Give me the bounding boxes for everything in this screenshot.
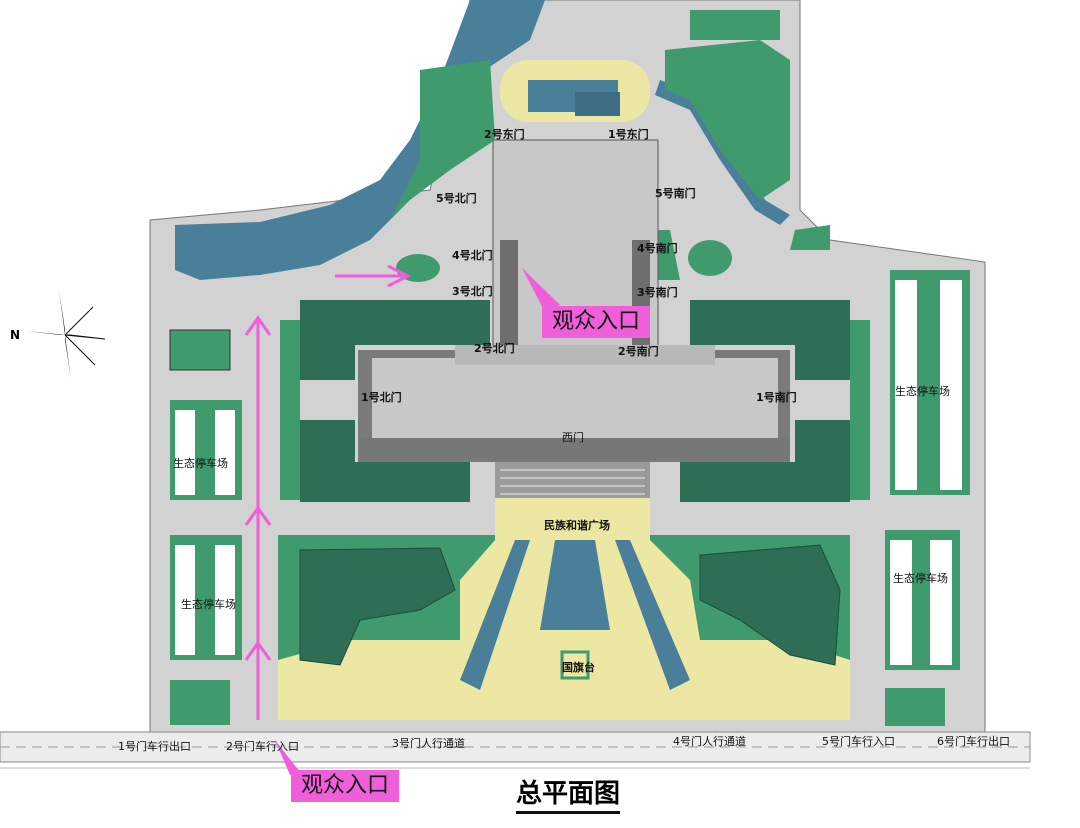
north-arrow-icon [27, 290, 106, 380]
gate1-car-exit-label: 1号门车行出口 [118, 740, 191, 753]
gate6-car-exit-label: 6号门车行出口 [937, 735, 1010, 748]
gate-east-1: 1号东门 [608, 128, 649, 141]
parking-left [169, 329, 242, 725]
gate-north-3: 3号北门 [452, 285, 493, 298]
gate-south-3: 3号南门 [637, 286, 678, 299]
audience-entry-callout-bottom: 观众入口 [291, 770, 400, 802]
map-title: 总平面图 [516, 781, 621, 814]
parking-right [885, 270, 970, 726]
gate-south-4: 4号南门 [637, 242, 678, 255]
gate2-car-entry-label: 2号门车行入口 [226, 740, 299, 753]
gate-east-2: 2号东门 [484, 128, 525, 141]
north-label: N [10, 328, 21, 342]
gate-south-1: 1号南门 [756, 391, 797, 404]
plaza-pool [540, 540, 610, 630]
gate-south-2: 2号南门 [618, 345, 659, 358]
parking-left-lower-label: 生态停车场 [181, 598, 236, 611]
plaza-label: 民族和谐广场 [544, 519, 610, 532]
gate5-car-entry-label: 5号门车行入口 [822, 735, 895, 748]
flag-platform [560, 650, 590, 680]
terrain-left [299, 547, 456, 666]
gate3-pedestrian-label: 3号门人行通道 [392, 737, 465, 750]
terrain-right [699, 544, 841, 666]
main-stairs [495, 462, 650, 498]
audience-entry-callout-top: 观众入口 [542, 306, 651, 338]
parking-left-upper-label: 生态停车场 [173, 457, 228, 470]
audience-route-arrows [244, 264, 412, 720]
parking-right-lower-label: 生态停车场 [893, 572, 948, 585]
gate-north-1: 1号北门 [361, 391, 402, 404]
callout-pointer-top [522, 268, 560, 312]
gate-north-2: 2号北门 [474, 342, 515, 355]
gate-south-5: 5号南门 [655, 187, 696, 200]
callout-pointer-bottom [275, 740, 300, 775]
gate-north-5: 5号北门 [436, 192, 477, 205]
gate-north-4: 4号北门 [452, 249, 493, 262]
flag-platform-label: 国旗台 [562, 661, 595, 674]
building-greens [280, 300, 870, 502]
gate-west: 西门 [562, 431, 584, 444]
gate4-pedestrian-label: 4号门人行通道 [673, 735, 746, 748]
parking-right-upper-label: 生态停车场 [895, 385, 950, 398]
